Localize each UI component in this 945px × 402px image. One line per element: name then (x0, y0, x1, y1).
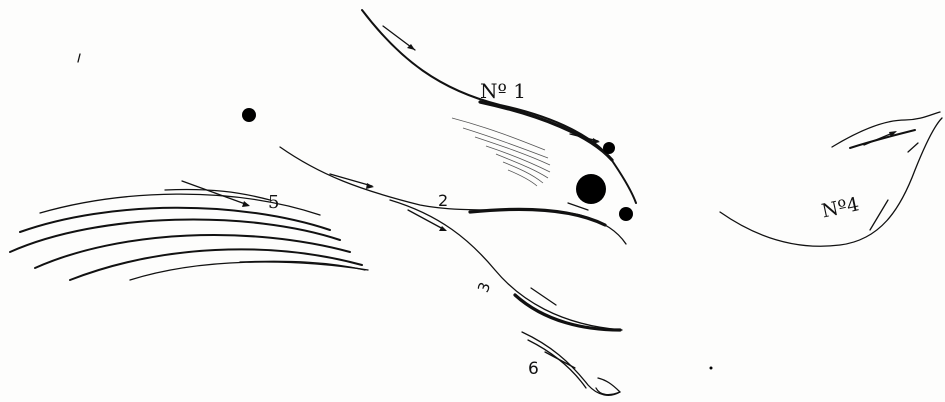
label-no1: Nº 1 (480, 79, 526, 103)
obstacles (242, 108, 713, 370)
bundle-5 (10, 181, 368, 280)
curve-no4 (720, 112, 942, 246)
hatching-no1 (452, 118, 550, 186)
label-6: 6 (528, 359, 539, 379)
label-no4: Nº4 (820, 193, 861, 222)
curve-no1 (362, 10, 636, 203)
label-5: 5 (268, 192, 279, 213)
label-2: 2 (438, 191, 448, 210)
label-3: 3 (474, 280, 494, 295)
stray-mark (78, 54, 80, 62)
